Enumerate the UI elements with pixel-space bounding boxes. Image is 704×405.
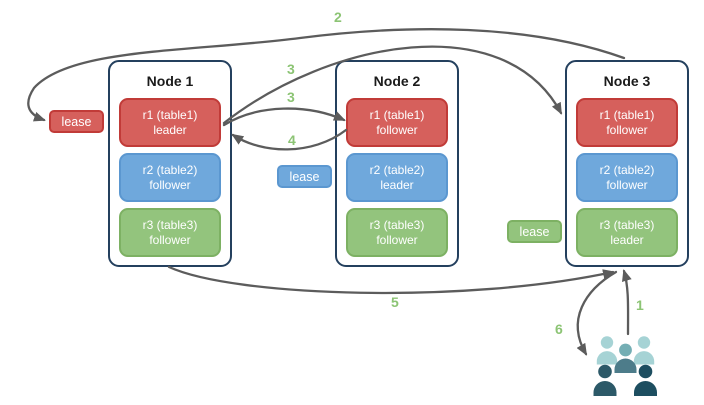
arrow-step-5 bbox=[167, 265, 615, 295]
replica-name: r2 (table2) bbox=[142, 162, 198, 177]
person-icon-middle bbox=[614, 343, 637, 373]
node-1-title: Node 1 bbox=[146, 73, 194, 89]
replica-role: follower bbox=[606, 177, 648, 192]
step-label-5: 5 bbox=[391, 294, 399, 310]
lease-badge-r1: lease bbox=[49, 110, 104, 133]
node-2-title: Node 2 bbox=[373, 73, 421, 89]
person-icon-front-right bbox=[634, 364, 657, 396]
step-label-6: 6 bbox=[555, 321, 563, 337]
lease-badge-r2: lease bbox=[277, 165, 332, 188]
arrow-step-6 bbox=[576, 270, 618, 356]
node-1-replicas: r1 (table1) leader r2 (table2) follower … bbox=[110, 98, 230, 257]
replica-name: r2 (table2) bbox=[369, 162, 425, 177]
step-label-1: 1 bbox=[636, 297, 644, 313]
replica-role: leader bbox=[380, 177, 414, 192]
step-label-3-to-node2: 3 bbox=[287, 89, 295, 105]
replica-r1-node3: r1 (table1) follower bbox=[576, 98, 678, 147]
person-icon-back-left bbox=[596, 336, 618, 365]
replica-name: r1 (table1) bbox=[599, 107, 655, 122]
step-label-3-to-node3: 3 bbox=[287, 61, 295, 77]
replica-role: follower bbox=[376, 122, 418, 137]
arrow-step-1 bbox=[622, 269, 632, 336]
replica-name: r3 (table3) bbox=[142, 217, 198, 232]
replica-name: r3 (table3) bbox=[369, 217, 425, 232]
replica-r2-node2: r2 (table2) leader bbox=[346, 153, 448, 202]
replica-name: r2 (table2) bbox=[599, 162, 655, 177]
replica-role: follower bbox=[149, 177, 191, 192]
replica-r1-node2: r1 (table1) follower bbox=[346, 98, 448, 147]
arrow-step-3-to-node2 bbox=[222, 107, 346, 127]
node-3-title: Node 3 bbox=[603, 73, 651, 89]
replica-r2-node1: r2 (table2) follower bbox=[119, 153, 221, 202]
lease-label: lease bbox=[61, 114, 92, 129]
step-label-4: 4 bbox=[288, 132, 296, 148]
node-2: Node 2 r1 (table1) follower r2 (table2) … bbox=[335, 60, 459, 267]
replica-role: follower bbox=[606, 122, 648, 137]
node-1: Node 1 r1 (table1) leader r2 (table2) fo… bbox=[108, 60, 232, 267]
person-icon-back-right bbox=[633, 336, 655, 365]
replica-r3-node1: r3 (table3) follower bbox=[119, 208, 221, 257]
node-3-replicas: r1 (table1) follower r2 (table2) followe… bbox=[567, 98, 687, 257]
lease-label: lease bbox=[519, 224, 550, 239]
replica-role: leader bbox=[153, 122, 187, 137]
step-label-2: 2 bbox=[334, 9, 342, 25]
replica-r2-node3: r2 (table2) follower bbox=[576, 153, 678, 202]
replica-name: r1 (table1) bbox=[369, 107, 425, 122]
replica-role: follower bbox=[376, 232, 418, 247]
node-3: Node 3 r1 (table1) follower r2 (table2) … bbox=[565, 60, 689, 267]
lease-label: lease bbox=[289, 169, 320, 184]
clients-group-icon bbox=[593, 336, 657, 396]
person-icon-front-left bbox=[593, 364, 617, 396]
replica-r3-node2: r3 (table3) follower bbox=[346, 208, 448, 257]
node-2-replicas: r1 (table1) follower r2 (table2) leader … bbox=[337, 98, 457, 257]
replica-r1-node1: r1 (table1) leader bbox=[119, 98, 221, 147]
lease-badge-r3: lease bbox=[507, 220, 562, 243]
replica-name: r1 (table1) bbox=[142, 107, 198, 122]
replica-r3-node3: r3 (table3) leader bbox=[576, 208, 678, 257]
replica-role: leader bbox=[610, 232, 644, 247]
replica-name: r3 (table3) bbox=[599, 217, 655, 232]
replica-role: follower bbox=[149, 232, 191, 247]
